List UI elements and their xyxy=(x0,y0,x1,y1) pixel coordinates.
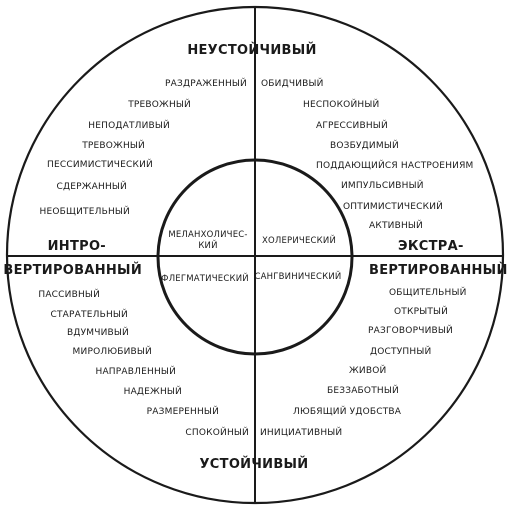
axis-label-top: НЕУСТОЙЧИВЫЙ xyxy=(187,42,316,58)
trait-bottom-right: ЖИВОЙ xyxy=(349,364,386,376)
temperament-melancholic-line2: КИЙ xyxy=(198,239,217,251)
trait-bottom-right: ЛЮБЯЩИЙ УДОБСТВА xyxy=(293,405,402,417)
trait-bottom-right: ИНИЦИАТИВНЫЙ xyxy=(260,426,342,438)
trait-top-left: ТРЕВОЖНЫЙ xyxy=(81,139,145,151)
trait-top-left: НЕОБЩИТЕЛЬНЫЙ xyxy=(40,205,130,217)
axis-label-right-upper: ЭКСТРА- xyxy=(398,239,464,254)
axis-label-bottom: УСТОЙЧИВЫЙ xyxy=(199,456,308,472)
axis-label-left-upper: ИНТРО- xyxy=(48,239,106,254)
temperament-melancholic-line1: МЕЛАНХОЛИЧЕС- xyxy=(168,230,247,240)
axis-label-left-lower: ВЕРТИРОВАННЫЙ xyxy=(3,262,142,278)
trait-bottom-right: ОТКРЫТЫЙ xyxy=(394,305,448,317)
axis-label-right-lower: ВЕРТИРОВАННЫЙ xyxy=(369,262,508,278)
trait-bottom-left: СТАРАТЕЛЬНЫЙ xyxy=(51,308,129,320)
trait-top-right: ОБИДЧИВЫЙ xyxy=(261,77,324,89)
temperament-sanguine: САНГВИНИЧЕСКИЙ xyxy=(255,270,342,282)
temperament-choleric: ХОЛЕРИЧЕСКИЙ xyxy=(262,234,336,246)
temperament-phlegmatic: ФЛЕГМАТИЧЕСКИЙ xyxy=(161,272,249,284)
trait-bottom-right: БЕЗЗАБОТНЫЙ xyxy=(327,384,399,396)
trait-bottom-left: МИРОЛЮБИВЫЙ xyxy=(73,345,152,357)
trait-bottom-right: ОБЩИТЕЛЬНЫЙ xyxy=(389,286,467,298)
trait-bottom-left: РАЗМЕРЕННЫЙ xyxy=(147,405,219,417)
trait-top-right: НЕСПОКОЙНЫЙ xyxy=(303,98,379,110)
trait-top-right: ОПТИМИСТИЧЕСКИЙ xyxy=(343,200,443,212)
trait-bottom-left: СПОКОЙНЫЙ xyxy=(185,426,249,438)
trait-bottom-right: ДОСТУПНЫЙ xyxy=(370,345,431,357)
trait-bottom-left: НАПРАВЛЕННЫЙ xyxy=(95,365,176,377)
trait-top-left: ПЕССИМИСТИЧЕСКИЙ xyxy=(47,158,153,170)
trait-top-right: ВОЗБУДИМЫЙ xyxy=(330,139,399,151)
trait-bottom-left: НАДЕЖНЫЙ xyxy=(124,385,182,397)
trait-bottom-left: ВДУМЧИВЫЙ xyxy=(67,326,129,338)
trait-top-right: АГРЕССИВНЫЙ xyxy=(316,119,388,131)
trait-bottom-right: РАЗГОВОРЧИВЫЙ xyxy=(368,324,453,336)
trait-top-left: РАЗДРАЖЕННЫЙ xyxy=(165,77,247,89)
trait-top-left: СДЕРЖАННЫЙ xyxy=(57,180,128,192)
trait-top-right: ИМПУЛЬСИВНЫЙ xyxy=(341,179,424,191)
trait-top-right: АКТИВНЫЙ xyxy=(369,219,423,231)
trait-top-left: ТРЕВОЖНЫЙ xyxy=(127,98,191,110)
trait-top-left: НЕПОДАТЛИВЫЙ xyxy=(88,119,170,131)
trait-bottom-left: ПАССИВНЫЙ xyxy=(38,288,100,300)
trait-top-right: ПОДДАЮЩИЙСЯ НАСТРОЕНИЯМ xyxy=(316,159,474,171)
